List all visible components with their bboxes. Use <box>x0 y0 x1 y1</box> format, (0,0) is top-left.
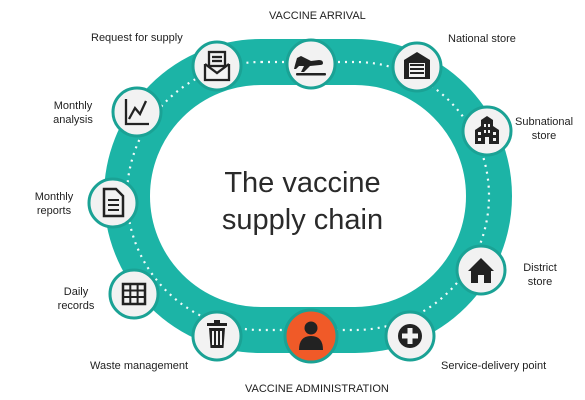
label-service-delivery-point: Service-delivery point <box>441 360 547 372</box>
node-monthly-analysis <box>111 86 163 138</box>
document-icon <box>102 187 125 218</box>
label-line: records <box>57 300 95 312</box>
node-service-delivery-point <box>384 310 436 362</box>
label-line: Subnational <box>515 116 574 128</box>
label-line: Daily <box>63 286 89 298</box>
label-vaccine-administration: VACCINE ADMINISTRATION <box>245 383 389 395</box>
label-line: analysis <box>53 114 93 126</box>
line-chart-icon <box>124 99 149 126</box>
label-line: District <box>523 262 557 274</box>
label-monthly-reports: Monthly reports <box>28 190 80 218</box>
node-subnational-store <box>461 105 513 157</box>
node-request-for-supply <box>191 40 243 92</box>
building-icon <box>475 116 499 144</box>
label-request-for-supply: Request for supply <box>91 32 183 44</box>
airplane-landing-icon <box>294 56 326 76</box>
house-icon <box>468 258 494 283</box>
label-line: store <box>531 130 557 142</box>
label-line: Monthly <box>53 100 93 112</box>
label-national-store: National store <box>448 33 516 45</box>
warehouse-icon <box>404 52 430 79</box>
label-vaccine-arrival: VACCINE ARRIVAL <box>269 10 366 22</box>
node-national-store <box>391 41 443 93</box>
node-district-store <box>455 244 507 296</box>
node-waste-management <box>191 310 243 362</box>
label-monthly-analysis: Monthly analysis <box>47 99 99 127</box>
trash-can-icon <box>207 320 227 348</box>
node-monthly-reports <box>87 177 139 229</box>
label-line: reports <box>36 205 72 217</box>
table-grid-icon <box>121 282 147 306</box>
label-waste-management: Waste management <box>90 360 189 372</box>
diagram-title: The vaccine supply chain <box>200 165 405 239</box>
node-vaccine-arrival <box>285 38 337 90</box>
title-line-2: supply chain <box>221 204 384 236</box>
label-line: Monthly <box>34 191 74 203</box>
node-vaccine-administration <box>283 308 339 364</box>
person-icon <box>299 321 323 350</box>
label-line: store <box>527 276 553 288</box>
medical-cross-icon <box>398 324 422 348</box>
label-daily-records: Daily records <box>56 285 96 313</box>
label-district-store: District store <box>517 261 563 289</box>
label-subnational-store: Subnational store <box>515 115 573 143</box>
node-daily-records <box>108 268 160 320</box>
envelope-icon <box>203 50 231 82</box>
title-line-1: The vaccine <box>224 167 381 199</box>
